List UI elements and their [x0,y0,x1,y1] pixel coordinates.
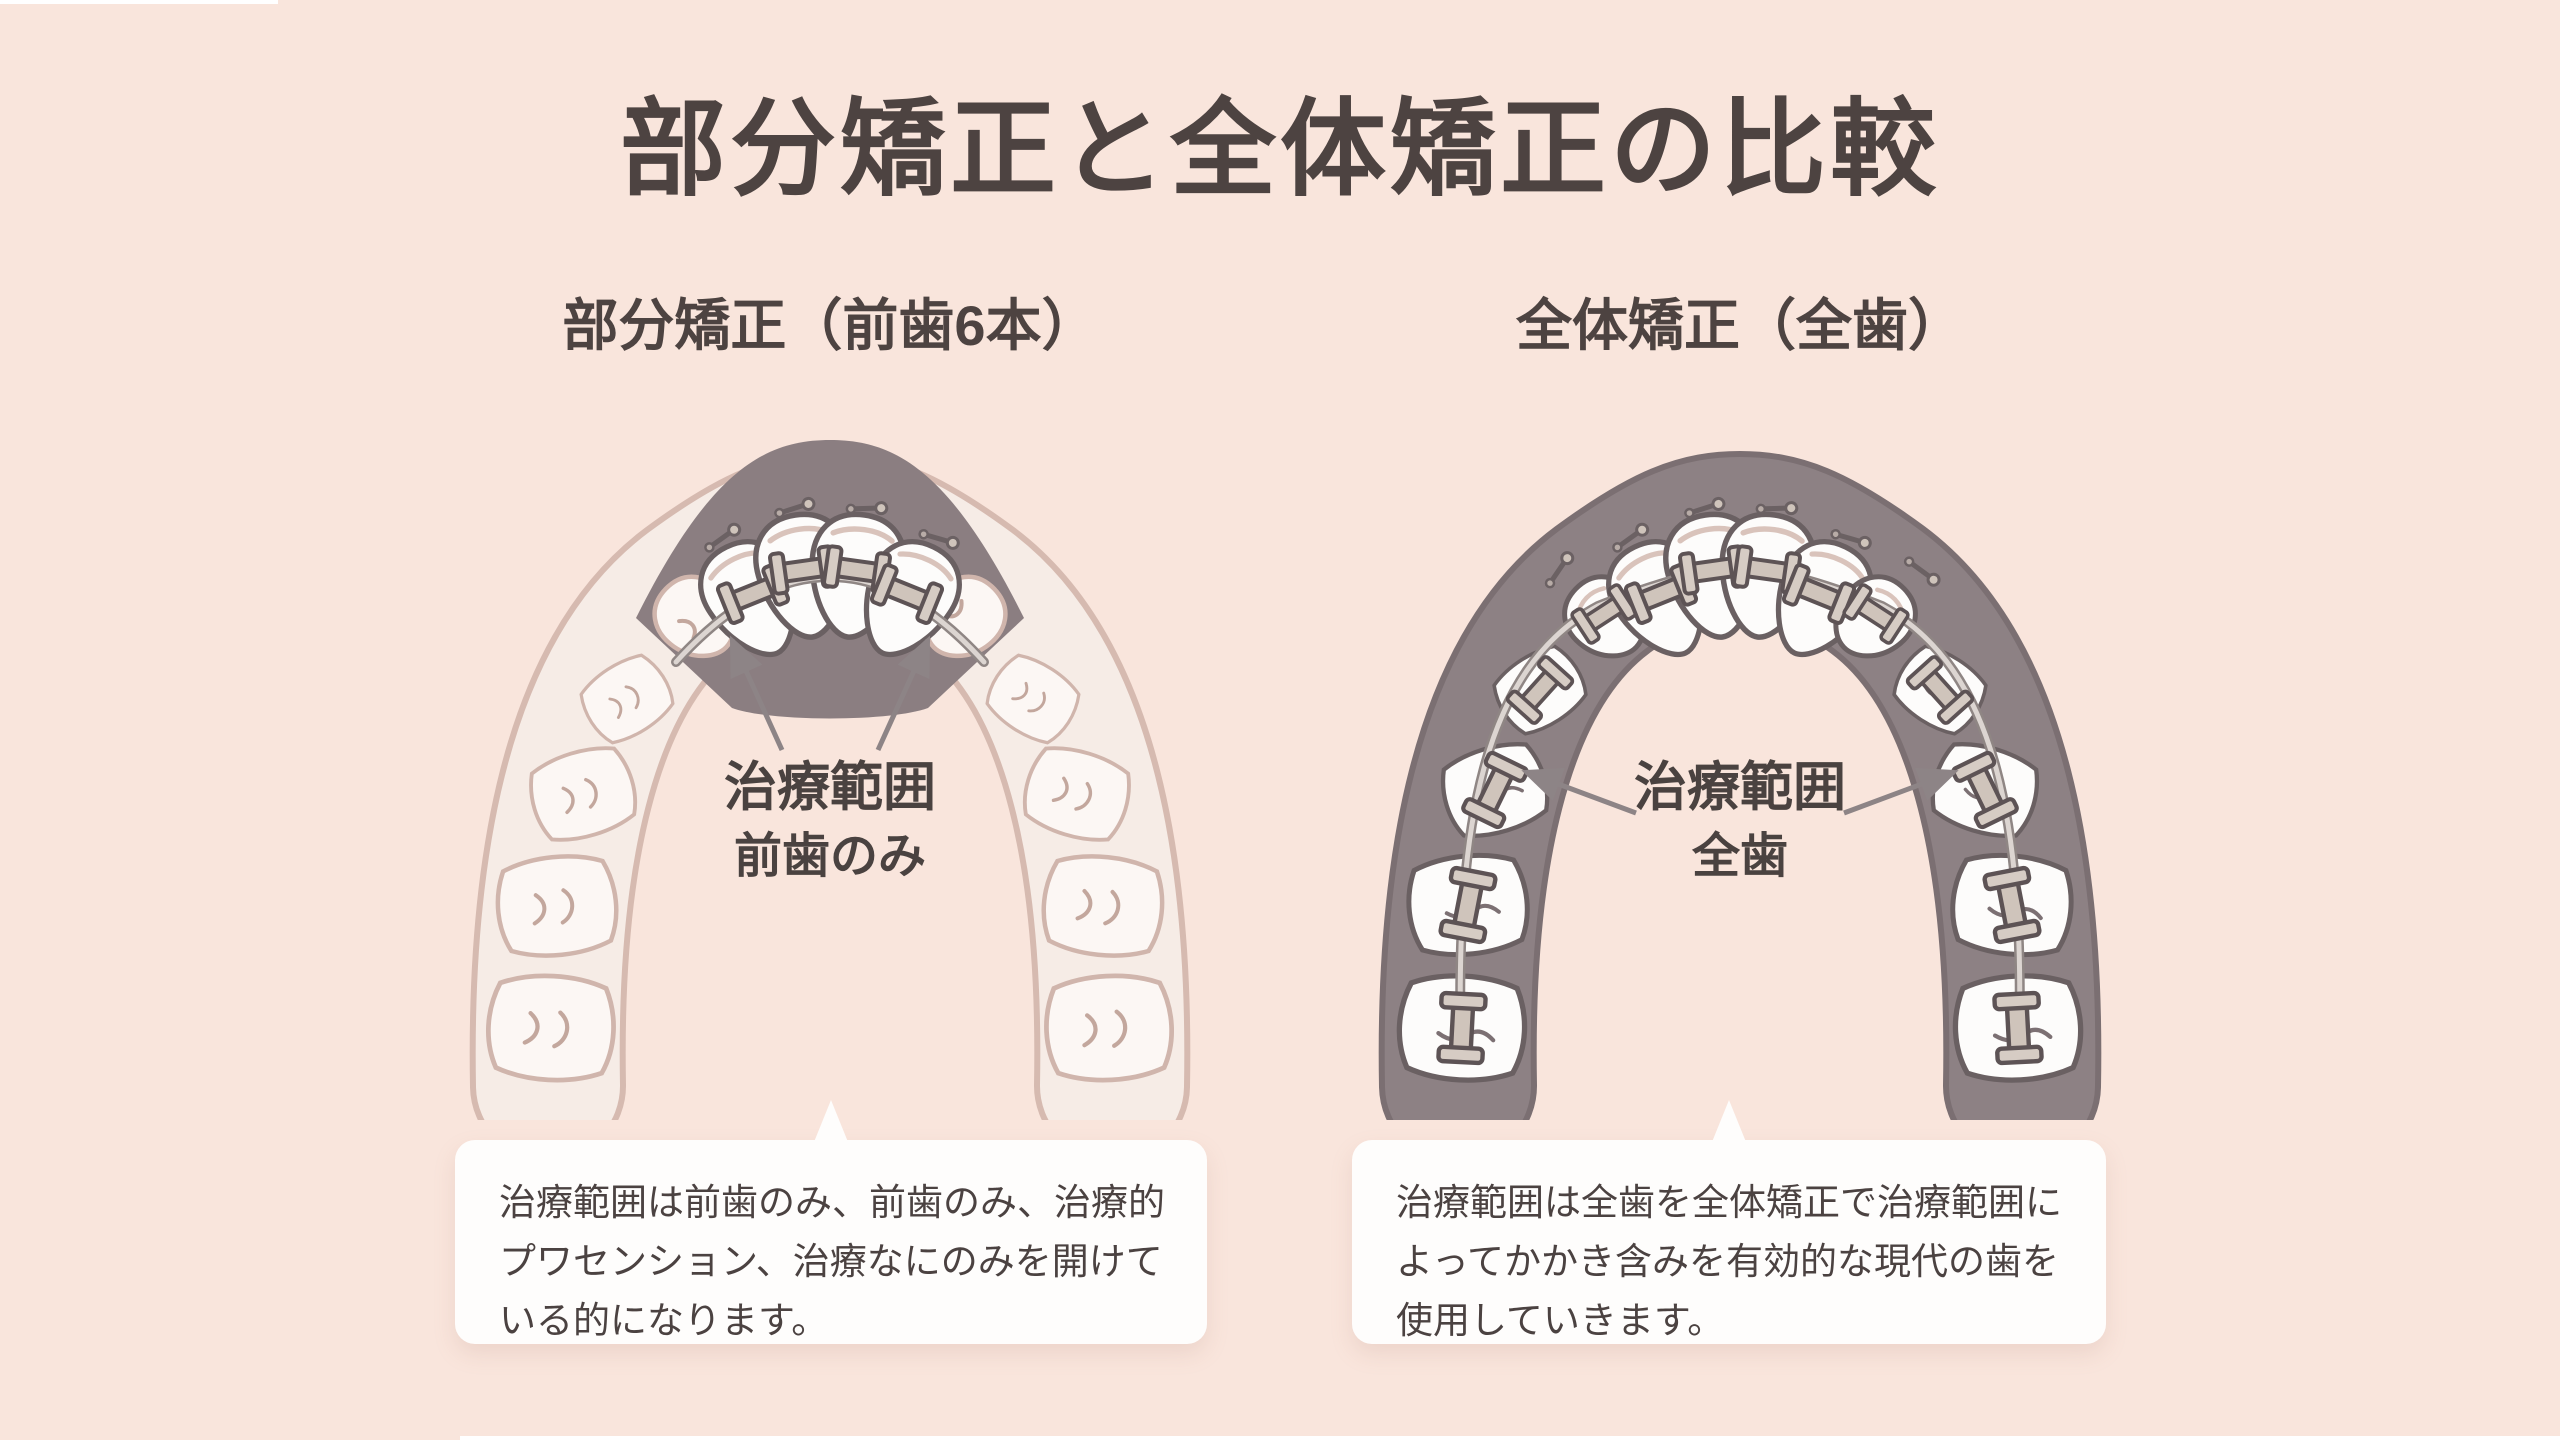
dental-arch-full-braces-icon [1378,450,2102,1120]
right-panel-heading: 全体矯正（全歯） [1516,294,1964,357]
right-description-card: 治療範囲は全歯を全体矯正で治療範囲に よってかかき含みを有効的な現代の歯を 使用… [1352,1100,2106,1344]
right-description-text: 治療範囲は全歯を全体矯正で治療範囲に よってかかき含みを有効的な現代の歯を 使用… [1396,1182,2062,1342]
range-arrows [1521,767,1959,816]
left-range-target: 前歯のみ [733,830,926,883]
card-pointer-up [1712,1100,1746,1142]
right-range-target: 全歯 [1691,830,1788,883]
range-arrows [729,635,931,752]
partial-orthodontics-panel: 治療範囲 前歯のみ [430,400,1230,1120]
image-edge-artifact [460,1436,2560,1440]
image-edge-artifact [0,0,278,4]
left-panel-heading: 部分矯正（前歯6本） [562,294,1098,357]
left-description-text: 治療範囲は前歯のみ、前歯のみ、治療的 プワセンション、治療なにのみを開けて いる… [499,1182,1165,1342]
left-description-card: 治療範囲は前歯のみ、前歯のみ、治療的 プワセンション、治療なにのみを開けて いる… [455,1100,1207,1344]
card-pointer-up [814,1100,848,1142]
full-orthodontics-panel: 治療範囲 全歯 [1340,400,2140,1120]
left-range-label: 治療範囲 [724,758,936,817]
page-title: 部分矯正と全体矯正の比較 [620,91,1940,209]
right-range-label: 治療範囲 [1634,758,1846,817]
dental-arch-partial-braces-icon [469,440,1191,1120]
